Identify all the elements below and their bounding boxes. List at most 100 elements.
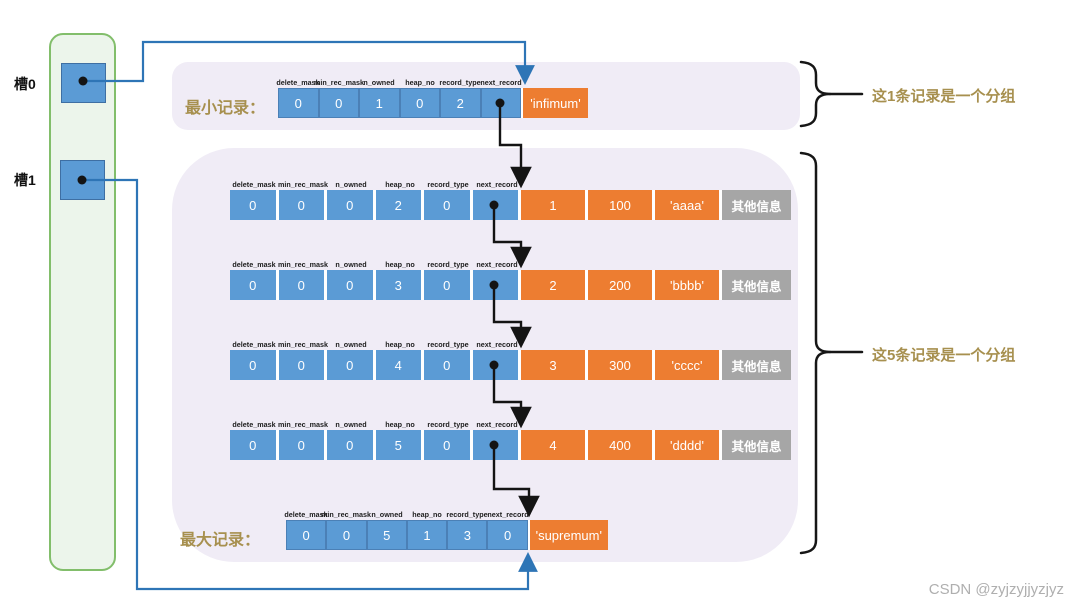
- group-annotation-1: 这1条记录是一个分组: [872, 88, 1016, 105]
- cell-n_owned: 0: [327, 270, 376, 300]
- infimum-row-label: 最小记录：: [185, 100, 266, 117]
- field-header-delete_mask: delete_mask: [276, 79, 320, 87]
- field-header-n_owned: n_owned: [335, 421, 367, 429]
- cell-min_rec_mask: 0: [278, 350, 327, 380]
- field-header-min_rec_mask: min_rec_mask: [277, 181, 328, 189]
- field-header-heap_no: heap_no: [384, 261, 415, 269]
- field-header-next_record: next_record: [476, 261, 518, 269]
- cell-min_rec_mask: 0: [278, 430, 327, 460]
- cell-delete_mask: 0: [230, 270, 279, 300]
- slot-0-label: 槽0: [14, 76, 36, 92]
- cell-column-text: 'cccc': [655, 350, 722, 380]
- field-header-delete_mask: delete_mask: [232, 341, 276, 349]
- field-header-record_type: record_type: [427, 341, 469, 349]
- field-header-min_rec_mask: min_rec_mask: [321, 511, 372, 519]
- cell-other-info: 其他信息: [722, 270, 791, 300]
- cell-primary-key: 1: [521, 190, 588, 220]
- cell-next_record: [480, 88, 521, 118]
- slot-1-box: [60, 160, 105, 200]
- field-header-n_owned: n_owned: [363, 79, 395, 87]
- field-header-delete_mask: delete_mask: [232, 261, 276, 269]
- field-header-delete_mask: delete_mask: [232, 421, 276, 429]
- cell-delete_mask: 0: [286, 520, 327, 550]
- cell-n_owned: 0: [327, 350, 376, 380]
- cell-primary-key: 3: [521, 350, 588, 380]
- field-header-record_type: record_type: [446, 511, 488, 519]
- cell-heap_no: 4: [375, 350, 424, 380]
- cell-record_type: 0: [424, 270, 473, 300]
- field-header-next_record: next_record: [480, 79, 522, 87]
- cell-column-value: 400: [588, 430, 655, 460]
- cell-other-info: 其他信息: [722, 350, 791, 380]
- cell-column-value: 300: [588, 350, 655, 380]
- cell-record_type: 0: [424, 430, 473, 460]
- cell-min_rec_mask: 0: [278, 190, 327, 220]
- field-header-record_type: record_type: [427, 181, 469, 189]
- cell-n_owned: 1: [359, 88, 400, 118]
- cell-n_owned: 0: [327, 190, 376, 220]
- group-annotation-2: 这5条记录是一个分组: [872, 347, 1016, 364]
- field-header-min_rec_mask: min_rec_mask: [277, 341, 328, 349]
- cell-record-data: 'supremum': [527, 520, 608, 550]
- cell-column-text: 'dddd': [655, 430, 722, 460]
- cell-other-info: 其他信息: [722, 430, 791, 460]
- field-header-record_type: record_type: [439, 79, 481, 87]
- field-header-n_owned: n_owned: [335, 181, 367, 189]
- field-header-min_rec_mask: min_rec_mask: [277, 261, 328, 269]
- cell-primary-key: 4: [521, 430, 588, 460]
- slot-0-box: [61, 63, 106, 103]
- field-header-next_record: next_record: [476, 181, 518, 189]
- page-directory-panel: [49, 33, 116, 571]
- field-header-next_record: next_record: [487, 511, 529, 519]
- field-header-n_owned: n_owned: [371, 511, 403, 519]
- cell-n_owned: 5: [366, 520, 407, 550]
- field-header-delete_mask: delete_mask: [232, 181, 276, 189]
- cell-delete_mask: 0: [278, 88, 319, 118]
- cell-next_record: [472, 190, 521, 220]
- cell-next_record: [472, 270, 521, 300]
- field-header-heap_no: heap_no: [384, 341, 415, 349]
- cell-primary-key: 2: [521, 270, 588, 300]
- field-header-heap_no: heap_no: [412, 511, 442, 519]
- cell-next_record: [472, 430, 521, 460]
- field-header-n_owned: n_owned: [335, 261, 367, 269]
- cell-record_type: 0: [424, 350, 473, 380]
- group-2-brace: [799, 151, 832, 555]
- cell-next_record: 0: [487, 520, 528, 550]
- cell-other-info: 其他信息: [722, 190, 791, 220]
- cell-next_record: [472, 350, 521, 380]
- cell-delete_mask: 0: [230, 350, 279, 380]
- cell-column-value: 200: [588, 270, 655, 300]
- field-header-record_type: record_type: [427, 261, 469, 269]
- field-header-record_type: record_type: [427, 421, 469, 429]
- supremum-row-label: 最大记录：: [180, 532, 261, 549]
- field-header-min_rec_mask: min_rec_mask: [277, 421, 328, 429]
- cell-delete_mask: 0: [230, 430, 279, 460]
- cell-record_type: 2: [440, 88, 481, 118]
- field-header-min_rec_mask: min_rec_mask: [313, 79, 364, 87]
- field-header-heap_no: heap_no: [404, 79, 435, 87]
- group-1-brace: [799, 60, 832, 128]
- cell-heap_no: 1: [406, 520, 448, 550]
- field-header-heap_no: heap_no: [384, 421, 415, 429]
- field-header-next_record: next_record: [476, 341, 518, 349]
- field-header-heap_no: heap_no: [384, 181, 415, 189]
- cell-min_rec_mask: 0: [326, 520, 367, 550]
- cell-record_type: 3: [447, 520, 488, 550]
- cell-column-text: 'bbbb': [655, 270, 722, 300]
- cell-heap_no: 0: [399, 88, 440, 118]
- field-header-next_record: next_record: [476, 421, 518, 429]
- cell-heap_no: 2: [375, 190, 424, 220]
- cell-record_type: 0: [424, 190, 473, 220]
- cell-n_owned: 0: [327, 430, 376, 460]
- cell-column-value: 100: [588, 190, 655, 220]
- cell-delete_mask: 0: [230, 190, 279, 220]
- slot-1-label: 槽1: [14, 172, 36, 188]
